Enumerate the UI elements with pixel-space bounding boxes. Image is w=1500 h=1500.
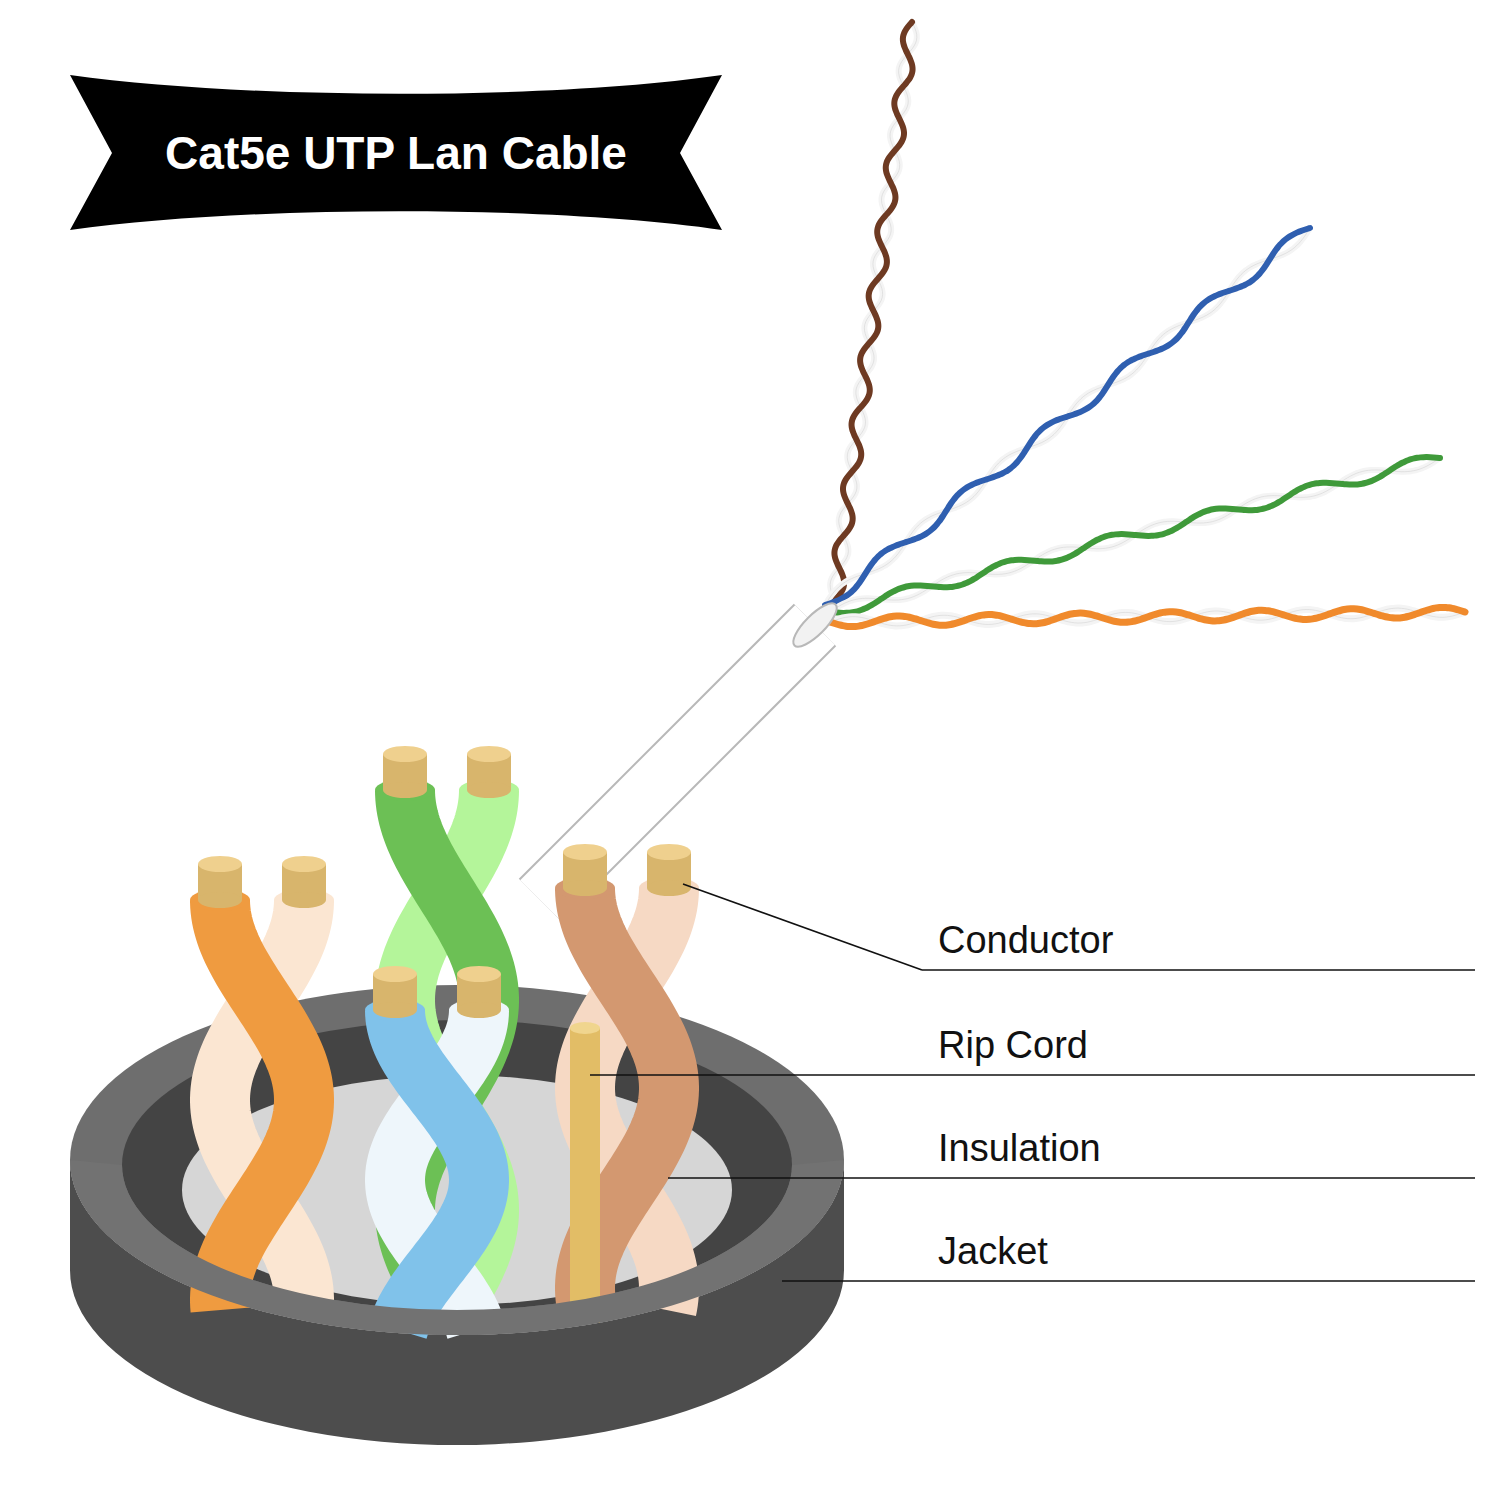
twisted-wire — [830, 457, 1440, 613]
leader-line — [668, 1177, 922, 1179]
conductor-top — [198, 856, 242, 872]
twisted-wire — [830, 458, 1440, 612]
part-label: Jacket — [938, 1228, 1048, 1274]
jacket-outline — [540, 625, 815, 900]
label-underline — [922, 1280, 1475, 1282]
conductor — [373, 1002, 417, 1018]
title-banner — [70, 75, 722, 230]
conductor — [467, 782, 511, 798]
label-underline — [922, 1177, 1475, 1179]
conductor-top — [383, 746, 427, 762]
jacket-front-rim — [70, 1160, 844, 1335]
label-underline — [922, 1074, 1475, 1076]
title: Cat5e UTP Lan Cable — [165, 125, 627, 181]
part-label: Insulation — [938, 1125, 1101, 1171]
jacket-body — [540, 625, 815, 900]
jacket-face — [70, 985, 844, 1335]
insulation — [395, 1010, 479, 1330]
leader-line — [683, 884, 922, 970]
conductor — [457, 1002, 501, 1018]
fanned-pairs — [825, 22, 1465, 627]
conductor-top — [563, 844, 607, 860]
part-label: Conductor — [938, 917, 1113, 963]
twisted-wire — [830, 607, 1465, 626]
conductor-top — [457, 966, 501, 982]
twisted-pair — [190, 856, 334, 1310]
jacket-end — [787, 597, 842, 652]
leader-lines — [590, 884, 1475, 1281]
conductor — [198, 892, 242, 908]
twisted-wire — [830, 608, 1465, 626]
leader-line — [782, 1280, 922, 1282]
label-underline — [922, 969, 1475, 971]
twisted-wire — [830, 22, 917, 600]
twisted-wire — [830, 458, 1440, 612]
twisted-wire — [830, 22, 917, 600]
conductor — [647, 880, 691, 896]
rip-cord — [570, 1028, 600, 1323]
leader-line — [590, 1074, 922, 1076]
conductor-top — [467, 746, 511, 762]
part-label: Rip Cord — [938, 1022, 1088, 1068]
conductor — [563, 880, 607, 896]
twisted-wire — [834, 22, 912, 600]
twisted-wire — [830, 608, 1465, 626]
insulation — [220, 900, 304, 1310]
insulation — [220, 900, 304, 1310]
conductor-top — [647, 844, 691, 860]
rip-cord — [570, 1022, 600, 1034]
conductor — [282, 892, 326, 908]
cross-section — [70, 746, 844, 1445]
conductor-top — [373, 966, 417, 982]
twisted-pair — [365, 966, 509, 1330]
insulation — [395, 1010, 479, 1330]
cable-jacket-tube — [540, 597, 843, 900]
conductor-top — [282, 856, 326, 872]
conductor — [383, 782, 427, 798]
